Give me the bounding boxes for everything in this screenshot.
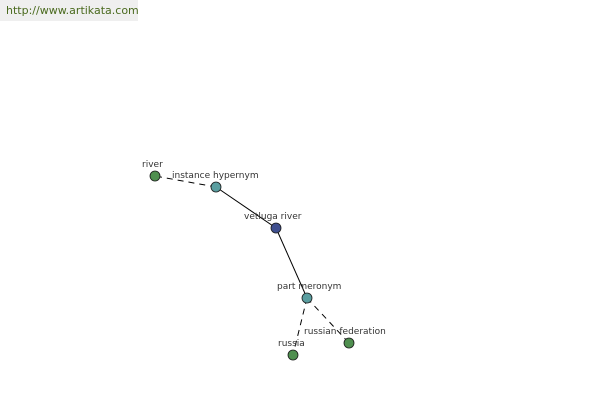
url-link[interactable]: http://www.artikata.com [6, 4, 139, 17]
node-label-root: vetluga river [244, 212, 302, 222]
node-label-t2: russia [278, 339, 305, 349]
node-label-t3: russian federation [304, 327, 386, 337]
edges-layer [154, 175, 350, 356]
node-t2[interactable] [287, 349, 299, 361]
edge-root-rel2 [275, 227, 308, 299]
url-banner[interactable]: http://www.artikata.com [0, 0, 139, 21]
node-label-rel2: part meronym [277, 282, 341, 292]
node-t1[interactable] [149, 170, 161, 182]
node-label-t1: river [142, 160, 163, 170]
node-root[interactable] [270, 222, 282, 234]
edge-rel2-t2 [292, 297, 308, 356]
node-t3[interactable] [343, 337, 355, 349]
node-label-rel1: instance hypernym [172, 171, 259, 181]
edge-root-rel1 [215, 186, 277, 229]
labels-layer: vetluga river instance hypernym river part … [142, 160, 386, 349]
node-rel2[interactable] [301, 292, 313, 304]
node-rel1[interactable] [210, 181, 222, 193]
nodes-layer [149, 170, 355, 361]
